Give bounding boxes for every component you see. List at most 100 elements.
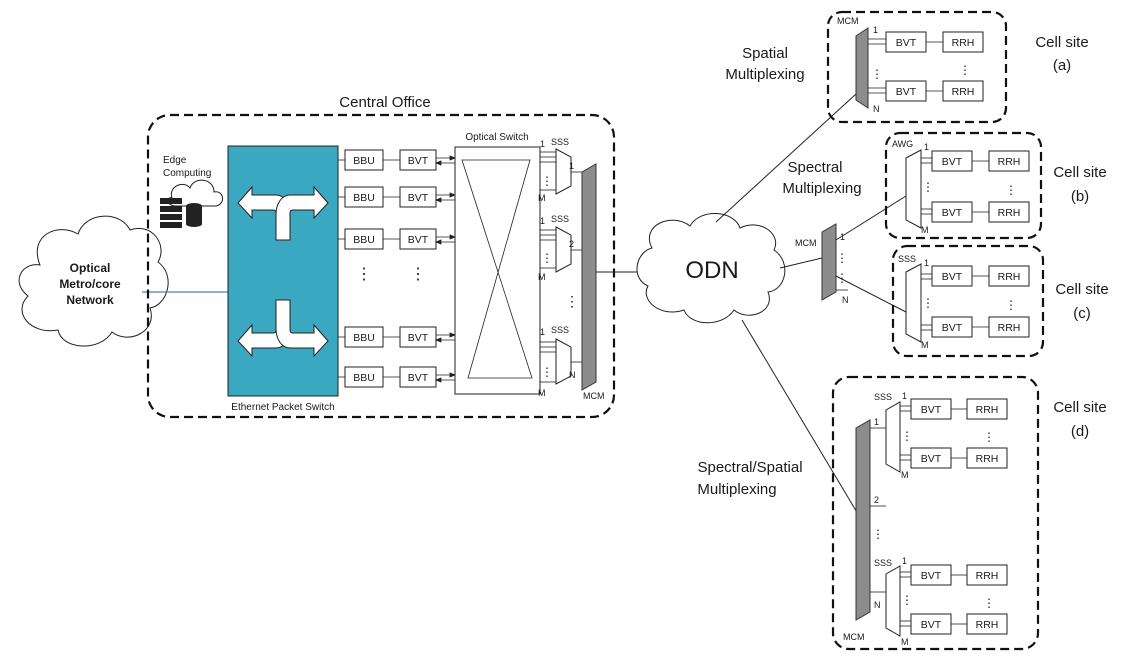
edge-computing-icon	[160, 179, 223, 228]
bvt-box	[399, 149, 437, 171]
svg-text:⋮: ⋮	[901, 429, 913, 443]
bbu-label: BBU	[353, 234, 375, 246]
cell-d-sss-upper	[885, 401, 901, 473]
mcm-bc-label: MCM	[795, 238, 817, 248]
rrh-box	[966, 447, 1008, 469]
svg-text:2: 2	[569, 239, 574, 249]
svg-text:⋮: ⋮	[983, 596, 995, 610]
svg-text:M: M	[538, 272, 546, 282]
odn-label: ODN	[685, 257, 738, 284]
cell-site-a-boundary	[826, 10, 1008, 124]
rrh-box	[942, 31, 984, 53]
edge-computing-label-2: Computing	[163, 168, 211, 179]
sss-group-2: 1 SSS ⋮ M 2	[538, 214, 582, 282]
core-label-1: Optical	[70, 261, 111, 275]
optical-switch-label: Optical Switch	[465, 132, 528, 143]
bvt-label: BVT	[408, 234, 429, 246]
svg-text:1: 1	[924, 258, 929, 268]
svg-text:1: 1	[840, 232, 845, 242]
svg-text:N: N	[873, 104, 880, 114]
central-office: Central Office Edge Computing Ethernet P…	[146, 94, 616, 419]
bvt-label: BVT	[408, 192, 429, 204]
svg-text:BVT: BVT	[942, 156, 963, 168]
spatial-label-2: Multiplexing	[725, 66, 804, 83]
svg-text:BVT: BVT	[921, 619, 942, 631]
svg-text:N: N	[874, 600, 881, 610]
sss-dots: ⋮	[565, 293, 579, 309]
link-to-cell-d	[741, 319, 859, 515]
svg-text:SSS: SSS	[898, 254, 916, 264]
svg-text:⋮: ⋮	[836, 271, 848, 285]
svg-text:SSS: SSS	[874, 558, 892, 568]
svg-text:1: 1	[924, 142, 929, 152]
svg-text:SSS: SSS	[874, 392, 892, 402]
ethernet-packet-switch	[227, 145, 339, 397]
cell-site-c: SSS 1 ⋮ M BVT BVT RRH RRH ⋮	[891, 244, 1045, 358]
cell-site-c-id: (c)	[1073, 305, 1091, 322]
cell-site-d-id: (d)	[1071, 423, 1089, 440]
svg-text:MCM: MCM	[843, 632, 865, 642]
svg-text:1: 1	[540, 327, 545, 337]
cell-site-d: MCM 1 2 ⋮ N SSS 1 ⋮ M BVT BVT RRH RRH ⋮ …	[831, 375, 1040, 651]
bvt-box	[399, 366, 437, 388]
svg-text:BVT: BVT	[896, 86, 917, 98]
rrh-box	[988, 316, 1030, 338]
svg-text:⋮: ⋮	[1005, 298, 1017, 312]
packet-switch-arrows-icon	[237, 185, 329, 358]
core-label-3: Network	[66, 293, 114, 307]
central-office-boundary	[146, 113, 616, 419]
svg-text:BVT: BVT	[942, 207, 963, 219]
svg-text:2: 2	[874, 495, 879, 505]
svg-text:AWG: AWG	[892, 139, 913, 149]
cell-site-b-boundary	[884, 131, 1043, 240]
cell-a-mcm	[855, 27, 869, 109]
bvt-box	[399, 228, 437, 250]
bvt-label: BVT	[408, 332, 429, 344]
svg-text:MCM: MCM	[837, 16, 859, 26]
sss-group-3: 1 SSS ⋮ M N	[538, 325, 582, 398]
spectral-label-2: Multiplexing	[782, 180, 861, 197]
cell-site-c-title: Cell site	[1055, 281, 1108, 298]
link-mcm-to-cell-c	[835, 275, 907, 313]
rrh-box	[966, 398, 1008, 420]
bvt-switch-arrows	[434, 155, 457, 383]
cell-site-a: MCM 1 ⋮ N BVT BVT RRH RRH ⋮	[826, 10, 1008, 124]
sss-group-1: 1 SSS ⋮ M 1	[538, 137, 582, 203]
core-network-cloud: Optical Metro/core Network	[18, 215, 169, 347]
svg-text:⋮: ⋮	[983, 430, 995, 444]
svg-text:RRH: RRH	[998, 271, 1021, 283]
rrh-box	[988, 265, 1030, 287]
svg-text:⋮: ⋮	[901, 593, 913, 607]
svg-text:⋮: ⋮	[922, 296, 934, 310]
cell-site-d-boundary	[831, 375, 1040, 651]
svg-text:RRH: RRH	[976, 453, 999, 465]
bvt-label: BVT	[408, 155, 429, 167]
svg-text:RRH: RRH	[998, 322, 1021, 334]
svg-text:M: M	[921, 340, 929, 350]
spectral-label-1: Spectral	[787, 159, 842, 176]
bbu-label: BBU	[353, 372, 375, 384]
bvt-dots: ⋮	[410, 266, 426, 283]
cell-b-awg	[905, 149, 922, 229]
specspat-label-1: Spectral/Spatial	[697, 459, 802, 476]
svg-text:M: M	[901, 470, 909, 480]
cell-d-sss-lower	[885, 565, 901, 637]
bbu-label: BBU	[353, 192, 375, 204]
svg-text:BVT: BVT	[942, 322, 963, 334]
rrh-box	[942, 80, 984, 102]
svg-text:N: N	[842, 295, 849, 305]
bvt-box	[399, 186, 437, 208]
svg-text:1: 1	[540, 216, 545, 226]
central-mcm-label: MCM	[583, 391, 605, 401]
svg-text:⋮: ⋮	[871, 67, 883, 81]
svg-text:BVT: BVT	[942, 271, 963, 283]
bbu-label: BBU	[353, 332, 375, 344]
cell-site-d-title: Cell site	[1053, 399, 1106, 416]
svg-text:⋮: ⋮	[922, 180, 934, 194]
svg-text:BVT: BVT	[921, 570, 942, 582]
rrh-box	[966, 564, 1008, 586]
svg-text:⋮: ⋮	[541, 365, 553, 379]
cell-site-b-id: (b)	[1071, 188, 1089, 205]
svg-text:N: N	[569, 370, 576, 380]
